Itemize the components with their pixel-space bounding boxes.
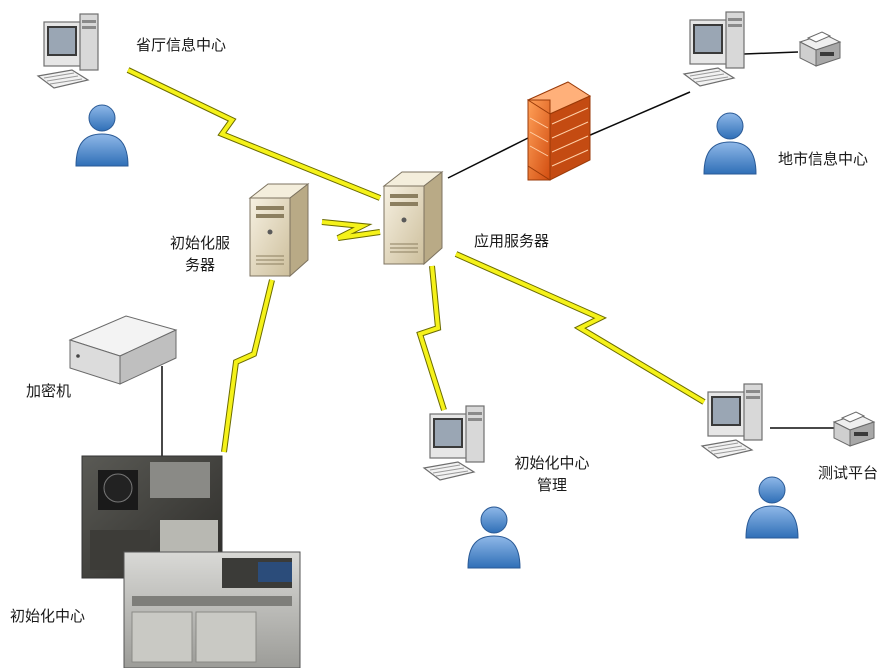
app-server-icon bbox=[383, 171, 443, 265]
provincial-user-icon bbox=[75, 104, 129, 167]
link-firewall-city bbox=[587, 91, 691, 137]
provincial-info-center-label: 省厅信息中心 bbox=[136, 36, 227, 54]
encryptor-label: 加密机 bbox=[26, 382, 72, 400]
test-workstation-icon bbox=[701, 383, 763, 459]
init-server-icon bbox=[249, 183, 309, 277]
provincial-workstation-icon bbox=[37, 13, 99, 89]
test-user-icon bbox=[745, 476, 799, 539]
lightning-initserver-appserver bbox=[321, 219, 381, 241]
lightning-appserver-initmgmt bbox=[416, 265, 447, 411]
init-server-label: 初始化服 务器 bbox=[158, 232, 242, 276]
init-server-label-line2: 务器 bbox=[184, 256, 215, 274]
lightning-initserver-initcenter bbox=[221, 279, 275, 453]
test-platform-label: 测试平台 bbox=[818, 464, 879, 482]
firewall-icon bbox=[526, 81, 592, 181]
init-mgmt-user-icon bbox=[467, 506, 521, 569]
app-server-label: 应用服务器 bbox=[474, 232, 550, 250]
link-appserver-firewall bbox=[447, 137, 529, 179]
init-center-mgmt-label-line2: 管理 bbox=[536, 476, 567, 494]
encryptor-icon bbox=[68, 315, 178, 385]
init-server-label-line1: 初始化服 bbox=[169, 234, 230, 252]
test-printer-icon bbox=[833, 411, 875, 447]
init-center-label: 初始化中心 bbox=[10, 607, 86, 625]
init-center-mgmt-label-line1: 初始化中心 bbox=[514, 454, 590, 472]
init-center-photo bbox=[81, 455, 301, 668]
city-info-center-label: 地市信息中心 bbox=[778, 150, 869, 168]
city-printer-icon bbox=[799, 31, 841, 67]
lightning-provincial-appserver bbox=[126, 67, 382, 201]
init-center-mgmt-label: 初始化中心 管理 bbox=[504, 452, 600, 496]
link-city-printer bbox=[743, 51, 799, 55]
lightning-appserver-testplatform bbox=[454, 251, 706, 405]
city-workstation-icon bbox=[683, 11, 745, 87]
init-mgmt-workstation-icon bbox=[423, 405, 485, 481]
city-user-icon bbox=[703, 112, 757, 175]
